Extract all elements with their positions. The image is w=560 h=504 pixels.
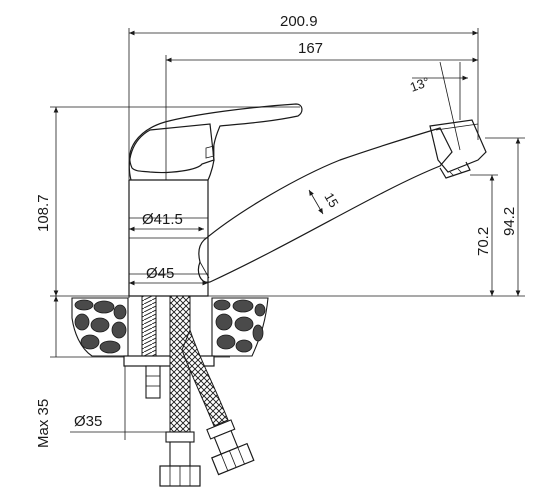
dim-total-height: 108.7 xyxy=(35,194,52,232)
dim-body-diameter-base: Ø45 xyxy=(146,265,174,282)
dim-outlet-height: 70.2 xyxy=(475,227,492,256)
dimension-lines xyxy=(50,28,525,440)
lever-handle xyxy=(129,103,303,174)
dim-spout-reach: 167 xyxy=(298,40,323,57)
supply-hoses xyxy=(159,295,255,487)
dimension-labels: 200.9 167 13° 108.7 15 Ø41.5 Ø45 70.2 94… xyxy=(35,13,518,448)
mounting-stud xyxy=(123,295,215,399)
dim-spout-angle: 13° xyxy=(408,74,432,95)
dim-spout-height: 94.2 xyxy=(501,207,518,236)
dim-spout-thickness: 15 xyxy=(321,190,341,210)
dim-mounting-hole: Ø35 xyxy=(74,413,102,430)
dim-max-counter-thickness: Max 35 xyxy=(35,399,52,448)
spout xyxy=(197,119,487,283)
dim-overall-width: 200.9 xyxy=(280,13,318,30)
dim-body-diameter-upper: Ø41.5 xyxy=(142,211,183,228)
countertop-section xyxy=(71,297,269,357)
